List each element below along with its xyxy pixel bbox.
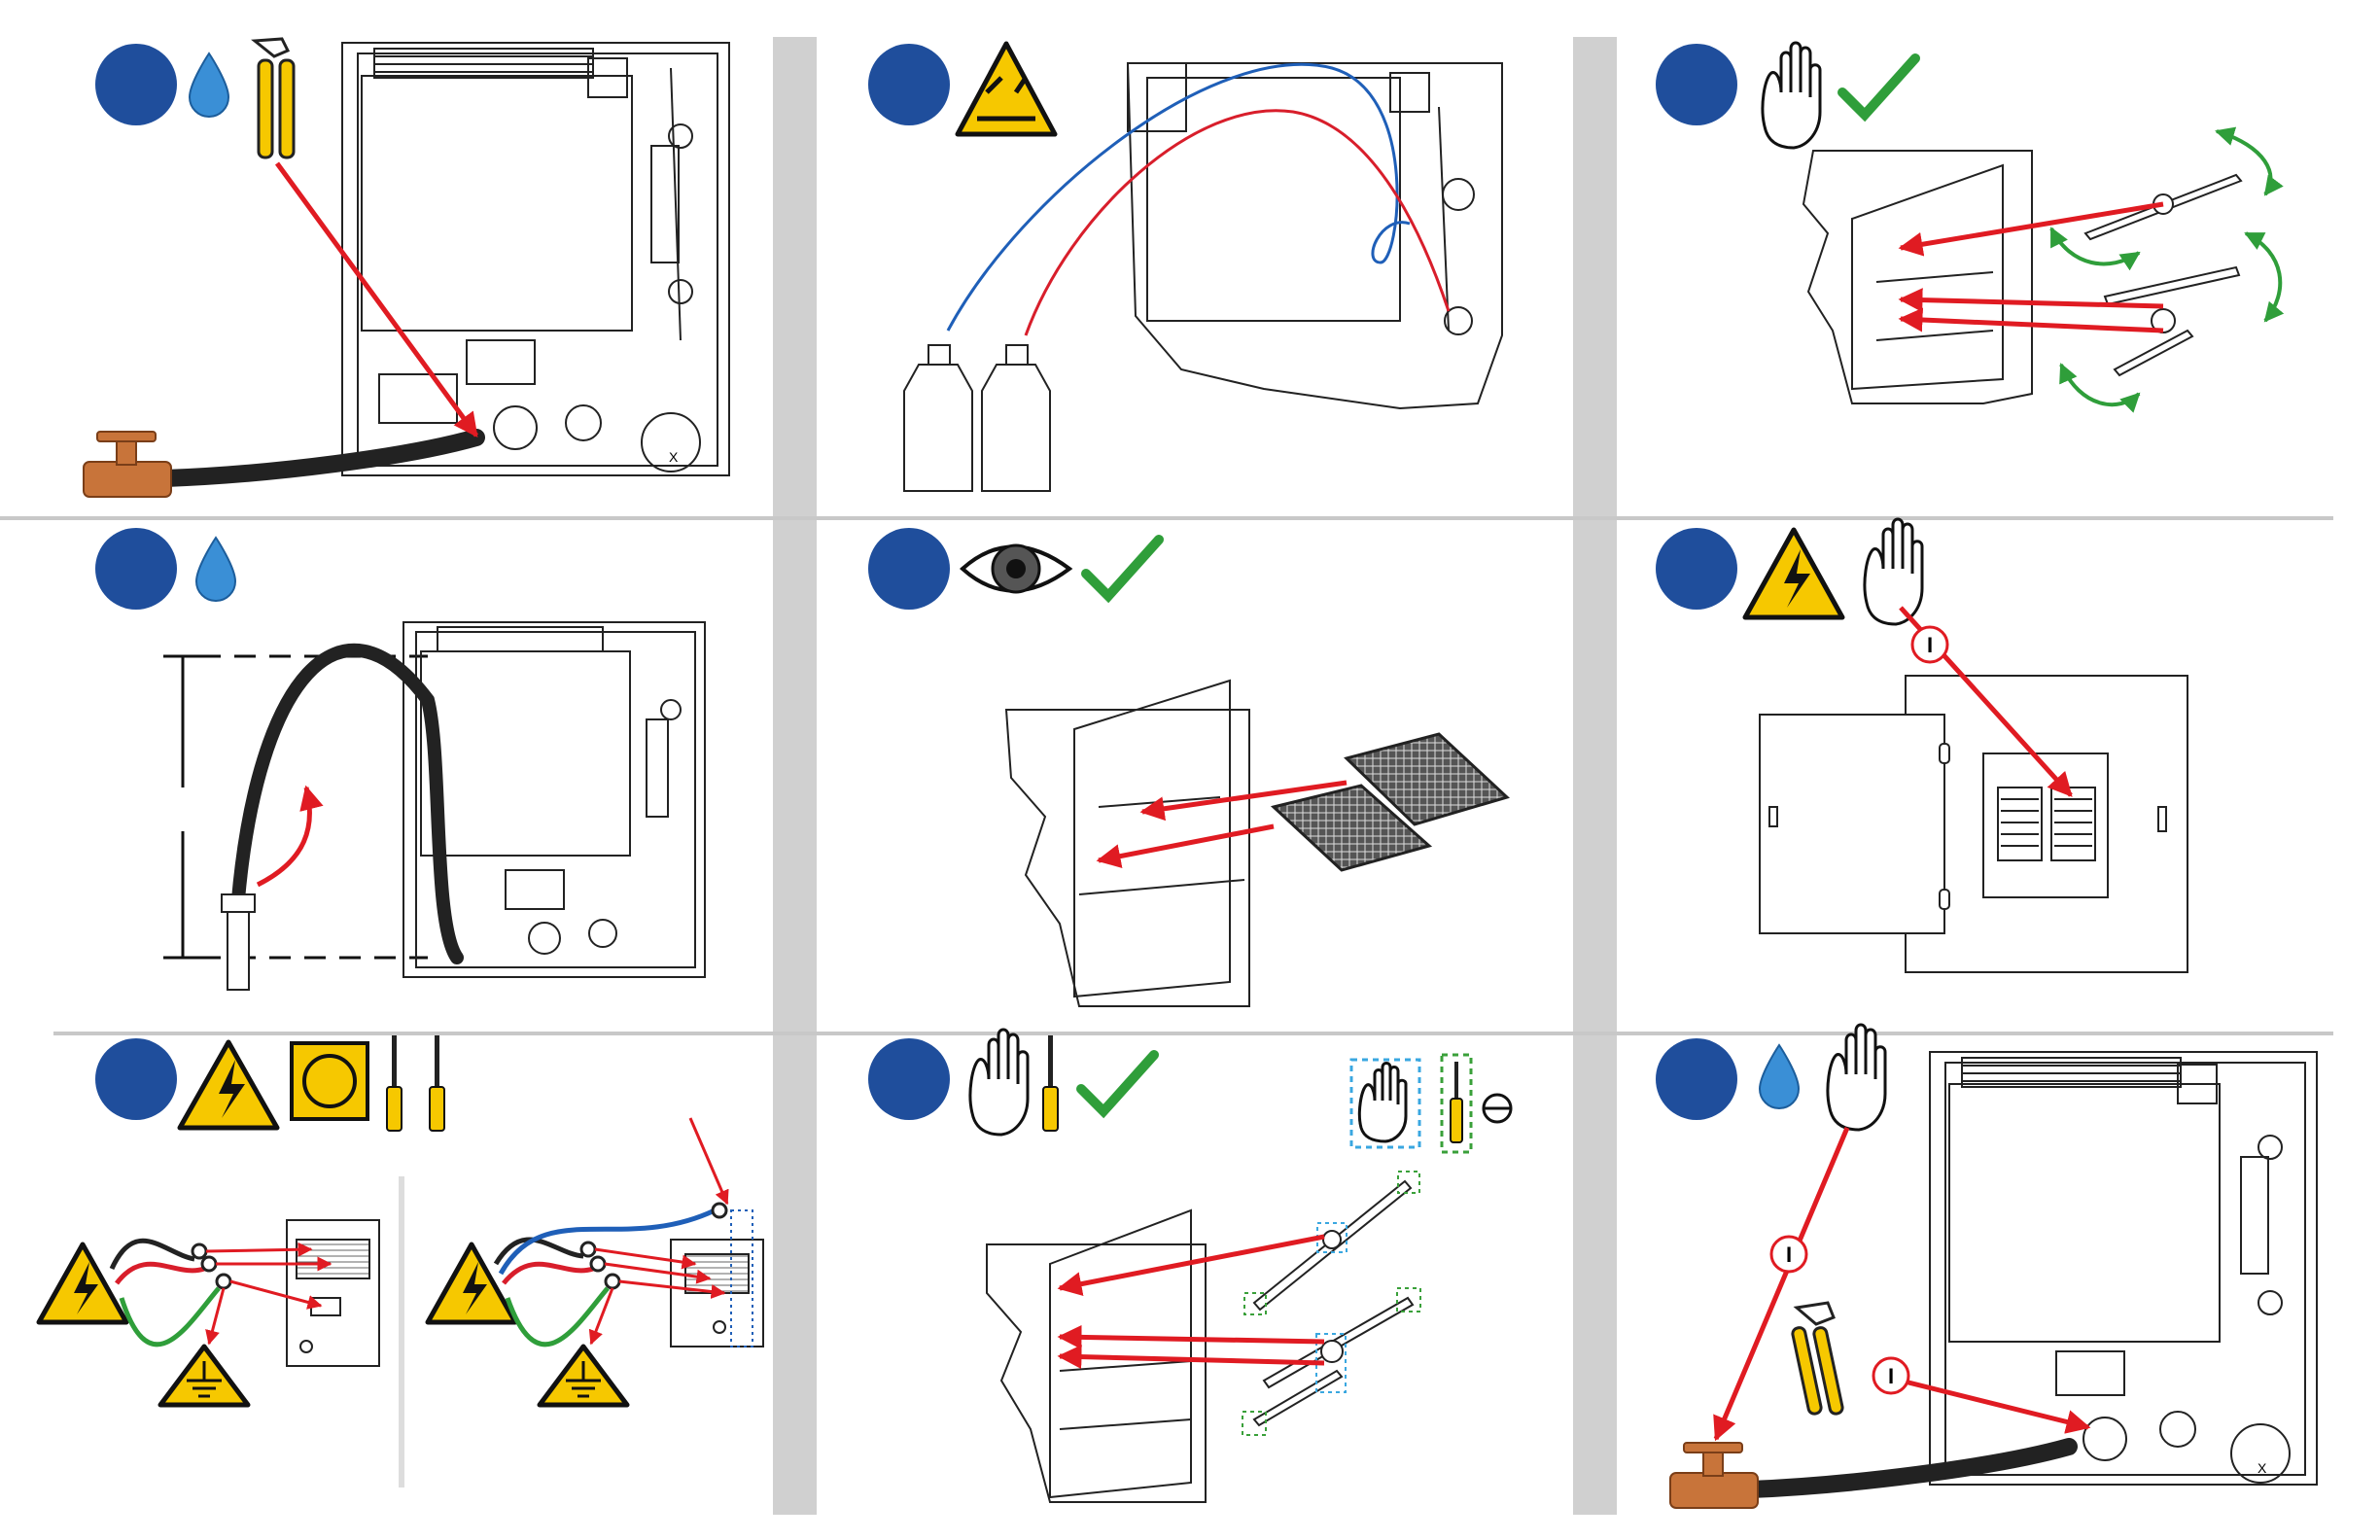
- panel-chemical-lines: [868, 44, 1502, 491]
- water-hose: [1750, 1447, 2069, 1489]
- ring-terminal: [606, 1275, 619, 1288]
- water-hose: [165, 438, 476, 478]
- on-mark: I: [1888, 1364, 1894, 1388]
- red-arrow: [690, 1118, 727, 1204]
- panel-water-on: X I I: [1656, 1025, 2317, 1508]
- pliers-icon: [1792, 1303, 1843, 1415]
- electrical-warning-icon: [39, 1244, 126, 1322]
- machine-cutaway: [1006, 681, 1249, 1006]
- chemical-line-red: [1026, 111, 1449, 335]
- filter-basket: [1274, 734, 1507, 870]
- step-circle: [868, 528, 950, 610]
- step-circle: [1656, 44, 1737, 125]
- wash-arm-lower: [2105, 267, 2239, 375]
- wash-arm-upper: [1244, 1172, 1419, 1314]
- water-valve-icon: [84, 432, 171, 497]
- step-circle: [1656, 528, 1737, 610]
- hand-icon: [1828, 1025, 1885, 1130]
- step-circle: [868, 44, 950, 125]
- ring-terminal: [217, 1275, 230, 1288]
- red-arrow: [1060, 1337, 1324, 1342]
- hand-icon: [1865, 519, 1922, 624]
- check-icon: [1086, 540, 1159, 596]
- red-arrow: [258, 788, 309, 885]
- red-arrow: [277, 163, 476, 436]
- red-arrow: [1099, 826, 1274, 860]
- red-arrow: [1060, 1356, 1324, 1363]
- machine-front-view: [1930, 1052, 2317, 1485]
- ring-terminal: [713, 1204, 726, 1217]
- screwdriver-icon: [1043, 1035, 1058, 1131]
- breaker-panel: [1760, 676, 2188, 972]
- hand-icon: [1763, 43, 1820, 148]
- ring-terminal: [202, 1257, 216, 1271]
- panel-breaker-on: I: [1656, 519, 2188, 972]
- wire-red: [117, 1264, 204, 1283]
- red-arrow: [1901, 1381, 2088, 1427]
- step-circle: [1656, 1038, 1737, 1120]
- rotation-arrow: [2246, 233, 2280, 321]
- panel-wash-arms-install: [868, 1030, 1511, 1502]
- machine-partial-view: [1128, 63, 1502, 408]
- column-gutter-right: [1573, 37, 1617, 1515]
- step-circle: [868, 1038, 950, 1120]
- screwdriver-icon: [387, 1035, 444, 1131]
- ring-terminal: [192, 1244, 206, 1258]
- panel-electrical-connection: [39, 1035, 763, 1488]
- drain-hose: [238, 650, 457, 958]
- eye-icon: [962, 545, 1069, 592]
- panel-water-connection: X: [84, 39, 729, 497]
- check-icon: [1081, 1055, 1154, 1111]
- wire-red: [504, 1264, 593, 1283]
- ring-terminal: [581, 1242, 595, 1256]
- electrical-warning-icon: [1745, 530, 1842, 617]
- panel-wash-arms-check: [1656, 43, 2280, 404]
- panel-filter-inspection: [868, 528, 1507, 1006]
- valve-mark: X: [669, 449, 679, 465]
- corrosive-warning-icon: [958, 44, 1055, 134]
- chemical-container-icon: [904, 345, 1050, 491]
- standpipe-icon: [222, 894, 255, 990]
- terminal-box: [671, 1210, 763, 1347]
- step-circle: [95, 1038, 177, 1120]
- wire-green: [122, 1288, 219, 1345]
- electrical-warning-icon: [180, 1042, 277, 1128]
- red-arrow: [206, 1249, 311, 1251]
- pliers-icon: [255, 39, 294, 158]
- hand-icon: [970, 1030, 1028, 1135]
- ring-terminal: [591, 1257, 605, 1271]
- panel-drain-height: [95, 528, 705, 990]
- hand-tool-legend: [1351, 1055, 1511, 1152]
- water-drop-icon: [1760, 1045, 1799, 1108]
- water-drop-icon: [190, 53, 228, 117]
- step-circle: [95, 528, 177, 610]
- check-icon: [1842, 58, 1915, 115]
- wash-arm-upper: [2085, 175, 2241, 239]
- water-drop-icon: [196, 538, 235, 601]
- valve-mark: X: [2258, 1460, 2267, 1476]
- ground-symbol-icon: [160, 1347, 248, 1405]
- water-valve-icon: [1670, 1443, 1758, 1508]
- terminal-box: [287, 1220, 379, 1366]
- ground-symbol-icon: [540, 1347, 627, 1405]
- machine-front-view: [342, 43, 729, 475]
- machine-cutaway: [1803, 151, 2032, 403]
- column-gutter-left: [773, 37, 817, 1515]
- on-mark: I: [1786, 1242, 1792, 1267]
- step-circle: [95, 44, 177, 125]
- on-mark: I: [1927, 633, 1933, 657]
- disconnect-symbol-icon: [292, 1043, 368, 1119]
